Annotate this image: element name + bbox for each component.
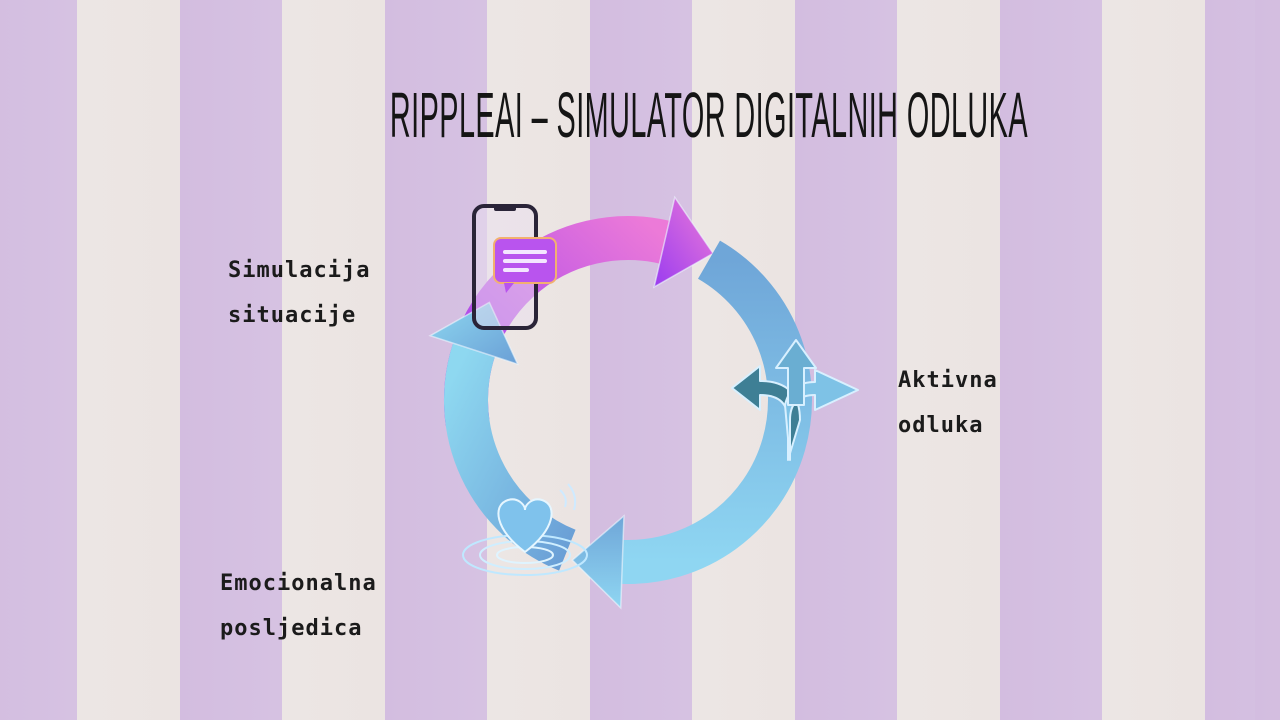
label-aktivna-odluka: Aktivna odluka: [898, 358, 998, 448]
slide-title: RIPPLEAI – SIMULATOR DIGITALNIH ODLUKA: [0, 78, 1280, 152]
split-arrows-icon: [731, 339, 859, 461]
title-text: RIPPLEAI – SIMULATOR DIGITALNIH ODLUKA: [389, 79, 1028, 151]
arrowhead: [652, 195, 715, 289]
label-line: posljedica: [220, 616, 363, 641]
label-emocionalna-posljedica: Emocionalna posljedica: [220, 561, 377, 651]
heart-ripple-icon: [462, 483, 588, 576]
label-simulacija-situacije: Simulacija situacije: [228, 248, 370, 338]
phone-chat-icon: [472, 204, 557, 330]
label-line: Aktivna: [898, 368, 998, 393]
label-line: situacije: [228, 303, 357, 328]
label-line: Emocionalna: [220, 571, 377, 596]
arrowhead: [571, 514, 625, 610]
arc-arrow-odluka-to-posljedica: [571, 240, 812, 610]
label-line: odluka: [898, 413, 984, 438]
label-line: Simulacija: [228, 258, 371, 283]
